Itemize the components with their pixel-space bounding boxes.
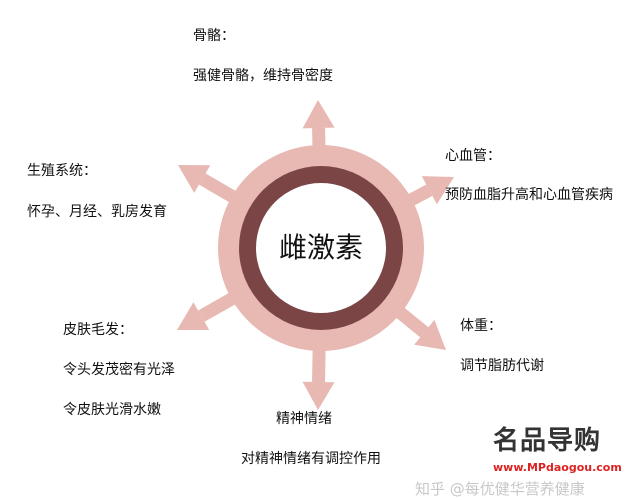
repro-title: 生殖系统： — [27, 163, 97, 179]
bone-title: 骨骼： — [193, 28, 235, 44]
arrow-weight-head — [414, 319, 446, 350]
cardio-title: 心血管： — [445, 148, 501, 164]
center-circle — [256, 183, 386, 313]
repro-text: 怀孕、月经、乳房发育 — [27, 204, 167, 220]
center-label: 雌激素 — [278, 231, 363, 264]
skin-title: 皮肤毛发： — [63, 322, 133, 338]
cardio-text: 预防血脂升高和心血管疾病 — [445, 187, 613, 203]
bone-text: 强健骨骼，维持骨密度 — [193, 68, 333, 84]
mood-title: 精神情绪 — [276, 411, 332, 427]
weight-text: 调节脂肪代谢 — [460, 358, 544, 374]
arrow-repro-head — [178, 165, 211, 193]
weight-title: 体重： — [460, 318, 502, 334]
mood-text: 对精神情绪有调控作用 — [241, 451, 381, 467]
skin-text-1: 令头发茂密有光泽 — [63, 362, 175, 378]
arrow-bone-head — [302, 100, 335, 129]
arrow-skin-head — [177, 302, 210, 331]
arrow-cardio-head — [421, 176, 454, 205]
skin-text-2: 令皮肤光滑水嫩 — [63, 402, 161, 418]
logo-watermark: 名品导购 — [493, 426, 602, 456]
logo-url: www.MPdaogou.com — [493, 461, 622, 474]
arrow-mood-head — [302, 381, 335, 410]
zhihu-watermark: 知乎 @每优健华营养健康 — [415, 480, 585, 498]
